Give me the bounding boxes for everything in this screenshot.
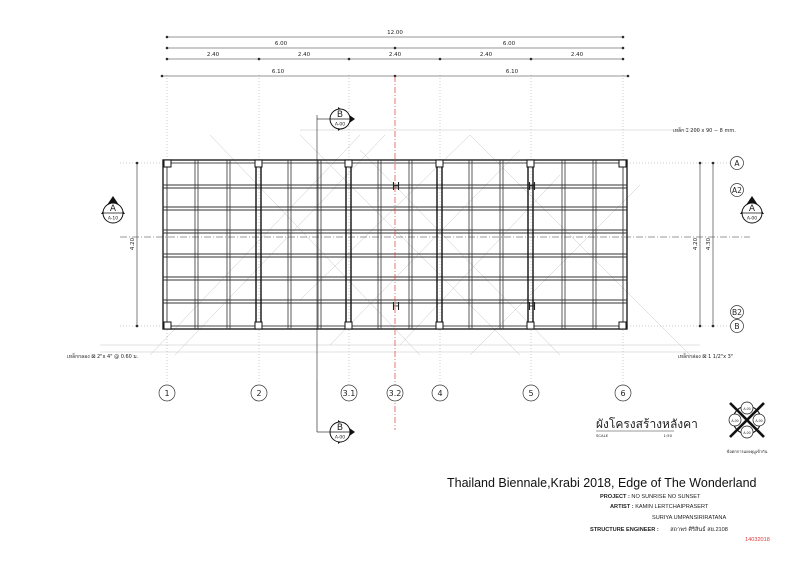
project-value: NO SUNRISE NO SUNSET bbox=[631, 494, 701, 500]
artist-value-2: SURIYA UMPANSIRIRATANA bbox=[652, 515, 727, 521]
column-plates bbox=[163, 159, 627, 330]
dim-offset-left: 6.10 bbox=[272, 69, 285, 75]
dim-half-left: 6.00 bbox=[275, 41, 288, 47]
svg-text:B: B bbox=[337, 423, 343, 433]
grid-col-2: 2 bbox=[256, 389, 261, 398]
dimension-ticks bbox=[135, 35, 715, 328]
dimension-labels: 12.00 6.00 6.00 2.40 2.40 2.40 2.40 2.40… bbox=[130, 30, 712, 250]
plan-title: ผังโครงสร้างหลังคา SCALE 1:50 bbox=[596, 417, 698, 438]
svg-text:H: H bbox=[392, 300, 400, 313]
engineer-row: STRUCTURE ENGINEER : สถาพร ศิริสินธ์ สย.… bbox=[590, 526, 728, 534]
dim-bay-2: 2.40 bbox=[298, 52, 311, 58]
svg-text:A-00: A-00 bbox=[731, 419, 738, 423]
rafters bbox=[194, 160, 597, 329]
svg-text:A-10: A-10 bbox=[108, 216, 118, 222]
note-bottom-left: เหล็กกลอง ⊠ 2"x 4" @ 0.60 ม. bbox=[67, 352, 139, 360]
grid-col-4: 4 bbox=[437, 389, 442, 398]
section-marker-left: A A-10 bbox=[101, 196, 125, 224]
dim-height-right-a: 4.20 bbox=[693, 237, 699, 250]
grid-row-a2: A2 bbox=[732, 186, 742, 195]
grid-row-b: B bbox=[734, 322, 739, 331]
dim-bay-3: 2.40 bbox=[389, 52, 402, 58]
svg-text:A: A bbox=[749, 204, 756, 214]
scale-label: SCALE bbox=[596, 433, 609, 438]
dim-height-right-b: 4.30 bbox=[706, 237, 712, 250]
grid-col-1: 1 bbox=[164, 389, 169, 398]
artist-row: ARTIST : KAMIN LERTCHAIPRASERT bbox=[610, 504, 708, 510]
project-row: PROJECT : NO SUNRISE NO SUNSET bbox=[600, 494, 700, 500]
purlins bbox=[163, 184, 627, 304]
dim-offset-right: 6.10 bbox=[506, 69, 519, 75]
engineer-value: สถาพร ศิริสินธ์ สย.2108 bbox=[670, 527, 728, 533]
dim-bay-1: 2.40 bbox=[207, 52, 220, 58]
note-bottom-right: เหล็กกล่อง ⊠ 1 1/2"x 3" bbox=[678, 352, 733, 360]
svg-text:H: H bbox=[528, 300, 536, 313]
key-caption: ข้อตกการแยงคุมูเข้ากัน bbox=[727, 449, 768, 455]
svg-text:B: B bbox=[337, 110, 343, 120]
grid-col-6: 6 bbox=[620, 389, 625, 398]
grid-row-b2: B2 bbox=[732, 308, 742, 317]
scale-value: 1:50 bbox=[663, 433, 672, 438]
grid-col-3-2: 3.2 bbox=[389, 389, 402, 398]
h-section-marks: H H H H bbox=[392, 180, 536, 313]
drawing-notes: เหล็ก ⌶ 200 x 90 − 8 mm. เหล็กกลอง ⊠ 2"x… bbox=[67, 126, 736, 360]
artist-value-1: KAMIN LERTCHAIPRASERT bbox=[635, 504, 709, 510]
gridline-extensions bbox=[120, 75, 730, 384]
svg-text:A-00: A-00 bbox=[747, 216, 757, 222]
grid-column-bubbles: 1 2 3.1 3.2 4 5 6 bbox=[158, 384, 632, 402]
project-label: PROJECT : bbox=[600, 494, 630, 500]
note-top-right: เหล็ก ⌶ 200 x 90 − 8 mm. bbox=[673, 126, 736, 134]
dim-height-left: 4.20 bbox=[130, 237, 136, 250]
svg-text:A-00: A-00 bbox=[743, 431, 750, 435]
title-block-heading: Thailand Biennale,Krabi 2018, Edge of Th… bbox=[447, 476, 757, 490]
grid-row-a: A bbox=[734, 159, 740, 168]
svg-text:A-00: A-00 bbox=[335, 435, 345, 441]
section-marker-bottom: B A-00 bbox=[316, 380, 355, 444]
svg-text:H: H bbox=[528, 180, 536, 193]
grid-col-5: 5 bbox=[528, 389, 533, 398]
roof-frame: H H H H bbox=[162, 159, 628, 330]
engineer-label: STRUCTURE ENGINEER : bbox=[590, 527, 659, 533]
grid-row-bubbles: A A2 B2 B bbox=[730, 156, 744, 333]
construction-lines bbox=[100, 129, 700, 356]
dim-half-right: 6.00 bbox=[503, 41, 516, 47]
main-beams bbox=[255, 160, 534, 329]
grid-col-3-1: 3.1 bbox=[343, 389, 356, 398]
svg-text:A: A bbox=[110, 204, 117, 214]
artist-label: ARTIST : bbox=[610, 504, 634, 510]
dim-bay-4: 2.40 bbox=[480, 52, 493, 58]
svg-text:H: H bbox=[392, 180, 400, 193]
drawing-date: 14032018 bbox=[745, 537, 770, 543]
section-marker-top: B A-00 bbox=[317, 107, 355, 131]
section-marker-right: A A-00 bbox=[740, 196, 764, 224]
dim-bay-5: 2.40 bbox=[571, 52, 584, 58]
key-diagram: A-00 A-00 A-00 A-00 ข้อตกการแยงคุมูเข้าก… bbox=[727, 401, 768, 455]
plan-title-text: ผังโครงสร้างหลังคา bbox=[596, 417, 698, 431]
dim-overall: 12.00 bbox=[387, 30, 403, 36]
svg-text:A-00: A-00 bbox=[743, 407, 750, 411]
svg-text:A-00: A-00 bbox=[755, 419, 762, 423]
svg-text:A-00: A-00 bbox=[335, 122, 345, 128]
